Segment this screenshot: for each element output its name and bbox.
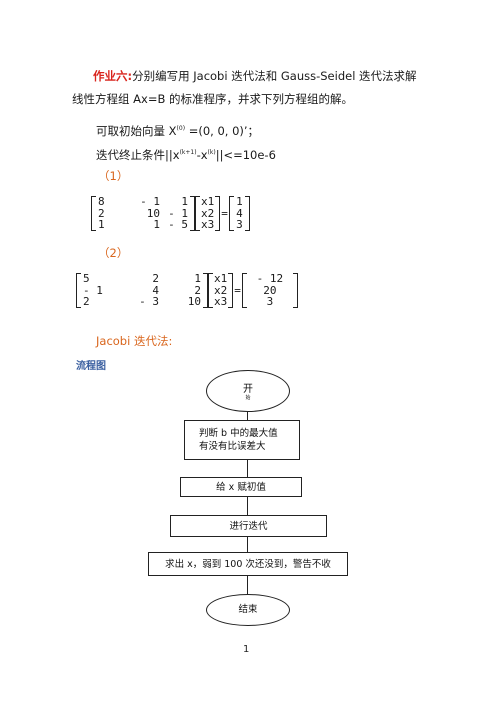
rhs-cell: - 12 xyxy=(256,272,284,285)
initial-vector-suffix: =(0, 0, 0)’； xyxy=(185,124,260,138)
problem1-vars: x1 x2 x3 xyxy=(200,196,215,231)
matrix-cell: 2 xyxy=(194,283,201,297)
stop-mid: -x xyxy=(196,148,208,162)
matrix-cell: 2 xyxy=(98,206,105,220)
assignment-colon: : xyxy=(127,69,133,83)
matrix-bracket-left xyxy=(91,196,96,231)
flow-connector xyxy=(247,495,248,515)
rhs-cell: 3 xyxy=(266,295,274,308)
flow-step-init-x: 给 x 赋初值 xyxy=(180,477,302,497)
problem1-label: （1） xyxy=(98,169,129,183)
stop-condition-line: 迭代终止条件||x(k+1)-x(k)||<=10e-6 xyxy=(96,145,276,163)
flow-step-check-b: 判断 b 中的最大值 有没有比误差大 xyxy=(184,420,300,460)
initial-vector-prefix: 可取初始向量 X xyxy=(96,124,177,138)
flow-start-label: 开 xyxy=(243,384,253,395)
flow-connector xyxy=(247,460,248,477)
vector-bracket-left xyxy=(208,273,213,308)
stop-prefix: 迭代终止条件||x xyxy=(96,148,180,162)
var-cell: x1 xyxy=(201,195,215,208)
problem1-rhs: 1 4 3 xyxy=(234,196,245,231)
matrix-cell: 2 xyxy=(152,272,159,285)
flow-connector xyxy=(247,410,248,420)
vector-bracket-right xyxy=(228,273,234,308)
vector-bracket-left xyxy=(195,196,200,231)
jacobi-heading: Jacobi 迭代法: xyxy=(96,334,173,348)
assignment-line1: 分别编写用 Jacobi 迭代法和 Gauss-Seidel 迭代法求解 xyxy=(132,69,417,83)
matrix-cell: 1 xyxy=(153,218,160,231)
matrix-cell: 1 xyxy=(181,195,188,208)
flow-end-node: 结束 xyxy=(206,594,290,626)
matrix-cell: 1 xyxy=(98,218,105,231)
matrix-cell: - 1 xyxy=(168,206,188,220)
rhs-bracket-right xyxy=(244,196,250,231)
var-cell: x1 xyxy=(214,272,228,285)
problem2-rhs: - 12 20 3 xyxy=(247,273,293,308)
stop-sup1: (k+1) xyxy=(179,149,197,156)
vector-bracket-right xyxy=(215,196,221,231)
page-number: 1 xyxy=(243,644,250,655)
flow-start-node: 开 始 xyxy=(206,370,290,412)
matrix-bracket-right xyxy=(190,196,195,231)
rhs-cell: 3 xyxy=(236,218,243,231)
flow-connector xyxy=(247,574,248,594)
matrix-cell: - 1 xyxy=(83,283,103,297)
initial-vector-sup: (0) xyxy=(176,125,186,132)
flow-start-small: 始 xyxy=(245,395,251,401)
flow-step-result: 求出 x，弱到 100 次还没到，警告不收 xyxy=(148,552,348,576)
stop-sup2: (k) xyxy=(207,149,216,156)
flowchart-heading: 流程图 xyxy=(76,361,106,372)
assignment-title: 作业六:分别编写用 Jacobi 迭代法和 Gauss-Seidel 迭代法求解 xyxy=(93,68,417,84)
rhs-bracket-left xyxy=(241,273,247,308)
initial-vector-line: 可取初始向量 X(0) =(0, 0, 0)’； xyxy=(96,121,259,139)
equals-sign: = xyxy=(221,206,228,220)
matrix-cell: - 1 xyxy=(140,195,160,208)
matrix-cell: - 3 xyxy=(139,295,159,308)
stop-suffix: ||<=10e-6 xyxy=(215,148,276,162)
matrix-cell: 1 xyxy=(194,272,201,285)
rhs-cell: 20 xyxy=(263,283,277,297)
matrix-bracket-right xyxy=(203,273,208,308)
assignment-line2: 线性方程组 Ax=B 的标准程序，并求下列方程组的解。 xyxy=(72,92,354,106)
rhs-bracket-right xyxy=(292,273,298,308)
var-cell: x3 xyxy=(201,218,215,231)
flow-step-iterate: 进行迭代 xyxy=(170,515,327,537)
var-cell: x2 xyxy=(214,283,228,297)
flow-step-check-b-line1: 判断 b 中的最大值 xyxy=(199,428,278,439)
matrix-cell: 10 xyxy=(146,206,160,220)
flow-connector xyxy=(247,535,248,552)
problem2-vars: x1 x2 x3 xyxy=(213,273,228,308)
flow-step-check-b-line2: 有没有比误差大 xyxy=(199,441,266,452)
matrix-cell: 10 xyxy=(187,295,201,308)
matrix-cell: 4 xyxy=(152,283,159,297)
equals-sign: = xyxy=(234,283,241,297)
var-cell: x2 xyxy=(201,206,215,220)
var-cell: x3 xyxy=(214,295,228,308)
rhs-bracket-left xyxy=(228,196,234,231)
matrix-cell: - 5 xyxy=(168,218,188,231)
matrix-bracket-left xyxy=(76,273,81,308)
rhs-cell: 4 xyxy=(236,206,243,220)
matrix-cell: 8 xyxy=(98,195,105,208)
rhs-cell: 1 xyxy=(236,195,243,208)
matrix-cell: 5 xyxy=(83,272,90,285)
problem2-label: （2） xyxy=(98,246,129,260)
matrix-cell: 2 xyxy=(83,295,90,308)
assignment-label: 作业六 xyxy=(93,69,128,83)
